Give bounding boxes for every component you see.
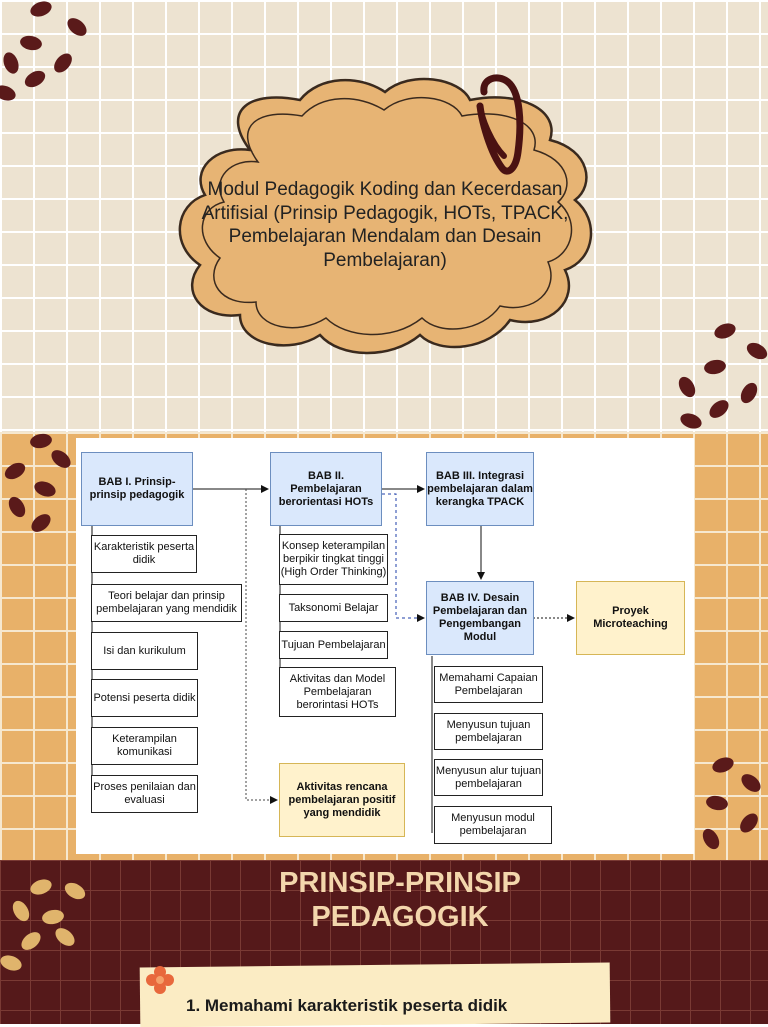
aktivitas-rencana-box: Aktivitas rencana pembelajaran positif y… (279, 763, 405, 837)
bab2-item: Tujuan Pembelajaran (279, 631, 388, 659)
bab1-item: Teori belajar dan prinsip pembelajaran y… (91, 584, 242, 622)
bab1-item: Keterampilan komunikasi (91, 727, 198, 765)
note-paper (139, 962, 611, 1027)
bab4-item: Menyusun tujuan pembelajaran (434, 713, 543, 750)
bab1-item: Isi dan kurikulum (91, 632, 198, 670)
chapter-1-box: BAB I. Prinsip-prinsip pedagogik (81, 452, 193, 526)
module-structure-diagram: BAB I. Prinsip-prinsip pedagogik BAB II.… (76, 438, 694, 854)
module-title: Modul Pedagogik Koding dan Kecerdasan Ar… (201, 179, 569, 271)
flower-icon (146, 966, 174, 994)
bab1-item: Potensi peserta didik (91, 679, 198, 717)
chapter-3-box: BAB III. Integrasi pembelajaran dalam ke… (426, 452, 534, 526)
bab4-item: Memahami Capaian Pembelajaran (434, 666, 543, 703)
chapter-4-box: BAB IV. Desain Pembelajaran dan Pengemba… (426, 581, 534, 655)
chapter-2-box: BAB II. Pembelajaran berorientasi HOTs (270, 452, 382, 526)
section-heading-line-2: PEDAGOGIK (311, 901, 489, 933)
bab1-item: Proses penilaian dan evaluasi (91, 775, 198, 813)
bab2-item: Aktivitas dan Model Pembelajaran berorin… (279, 667, 396, 717)
proyek-microteaching-box: Proyek Microteaching (576, 581, 685, 655)
section-heading: PRINSIP-PRINSIP PEDAGOGIK (200, 866, 600, 934)
bab2-item: Taksonomi Belajar (279, 594, 388, 622)
bab4-item: Menyusun alur tujuan pembelajaran (434, 759, 543, 796)
bab1-item: Karakteristik peserta didik (91, 535, 197, 573)
first-principle-text: 1. Memahami karakteristik peserta didik (186, 996, 508, 1015)
section-heading-line-1: PRINSIP-PRINSIP (279, 867, 521, 899)
paper-clip-icon (476, 74, 524, 175)
bab4-item: Menyusun modul pembelajaran (434, 806, 552, 844)
bab2-item: Konsep keterampilan berpikir tingkat tin… (279, 534, 388, 585)
